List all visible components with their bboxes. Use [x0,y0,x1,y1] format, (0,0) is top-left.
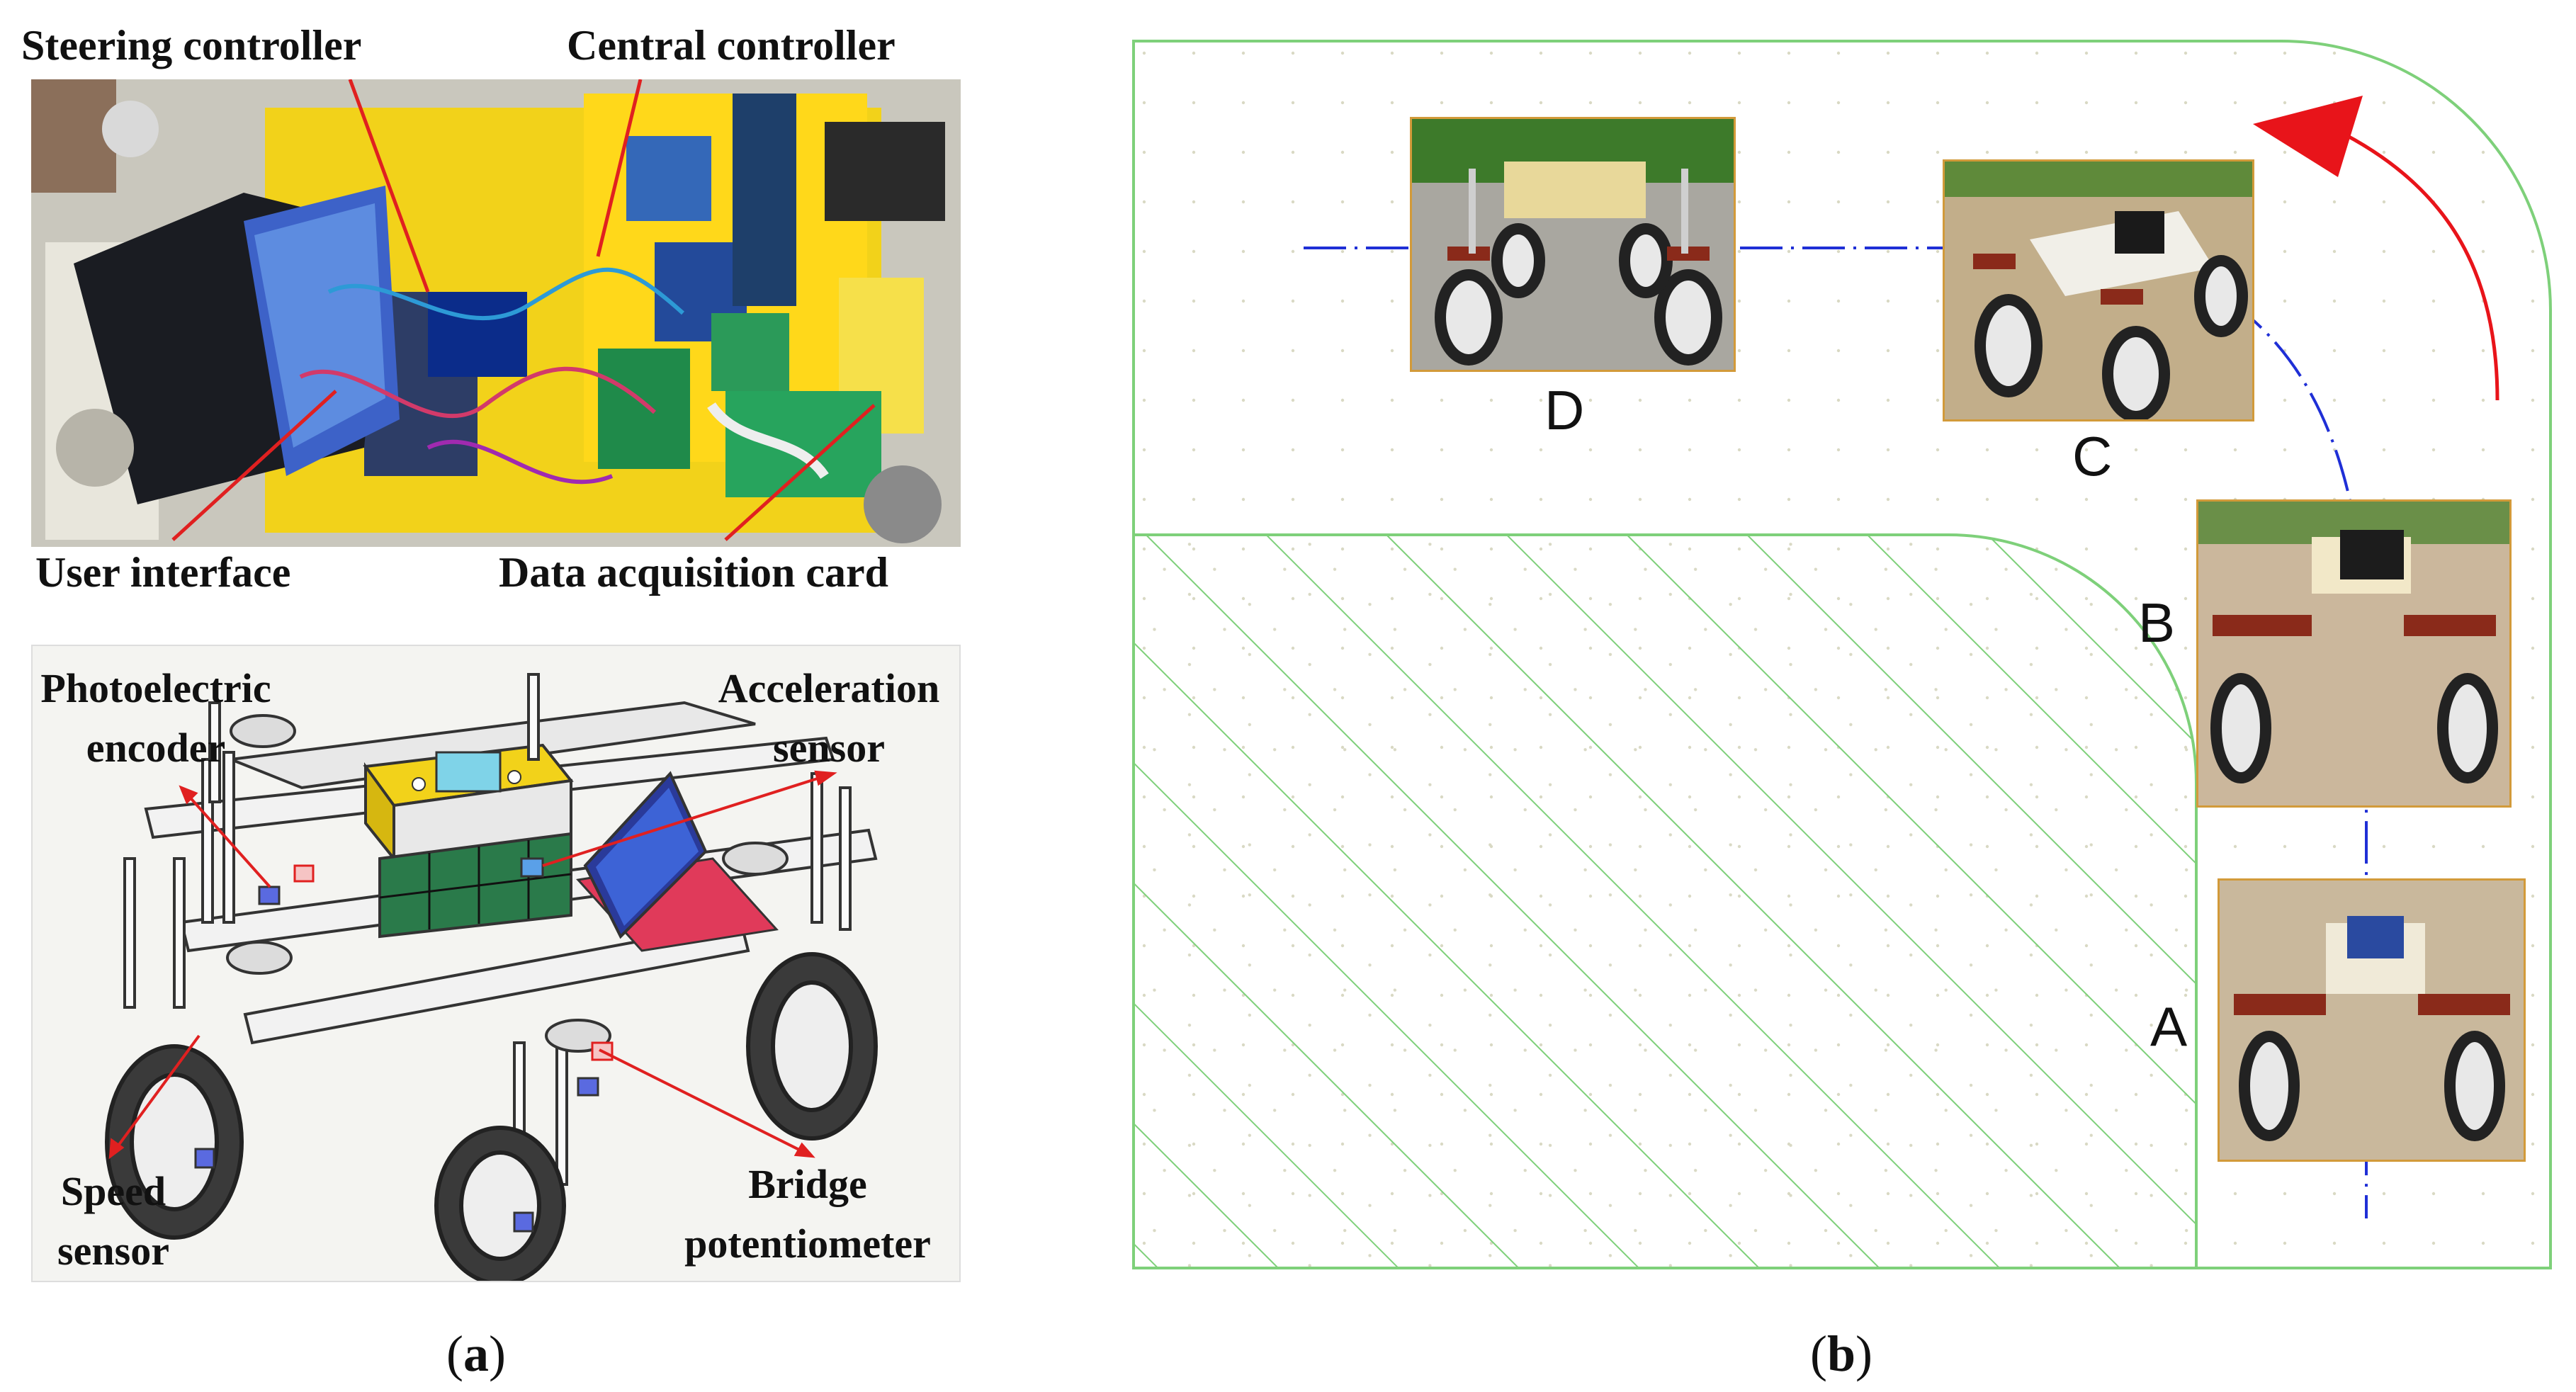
acceleration-line2: sensor [773,725,885,771]
caption-a-open: ( [446,1325,463,1382]
position-label-c: C [2072,425,2113,487]
position-label-d: D [1544,379,1585,441]
label-photoelectric-encoder: Photoelectric encoder [35,659,276,778]
speed-line1: Speed [60,1168,166,1214]
caption-a-close: ) [488,1325,506,1382]
caption-b: (b) [1810,1325,1872,1383]
label-speed-sensor: Speed sensor [28,1162,198,1281]
photoelectric-line1: Photoelectric [40,665,271,711]
label-steering-controller: Steering controller [21,22,362,69]
label-central-controller: Central controller [567,22,896,69]
label-user-interface: User interface [35,549,291,596]
acceleration-line1: Acceleration [718,665,940,711]
caption-b-close: ) [1855,1325,1873,1382]
controller-photo [31,79,961,547]
caption-b-letter: b [1826,1325,1856,1382]
vehicle-schematic [31,645,961,1282]
vehicle-photo-b [2196,499,2512,808]
position-label-b: B [2138,592,2176,654]
caption-a-letter: a [463,1325,489,1382]
label-bridge-potentiometer: Bridge potentiometer [659,1155,956,1274]
label-acceleration-sensor: Acceleration sensor [694,659,964,778]
caption-b-open: ( [1810,1325,1827,1382]
photoelectric-line2: encoder [86,725,226,771]
speed-line2: sensor [57,1228,169,1274]
position-label-a: A [2150,995,2188,1058]
bridge-line2: potentiometer [684,1221,931,1267]
vehicle-photo-c [1943,159,2254,421]
caption-a: (a) [446,1325,506,1383]
bridge-line1: Bridge [748,1161,867,1207]
vehicle-photo-d [1410,117,1736,372]
vehicle-photo-a [2218,878,2526,1162]
turn-path-diagram: D C B A [1119,28,2576,1282]
label-data-acquisition-card: Data acquisition card [499,549,889,596]
